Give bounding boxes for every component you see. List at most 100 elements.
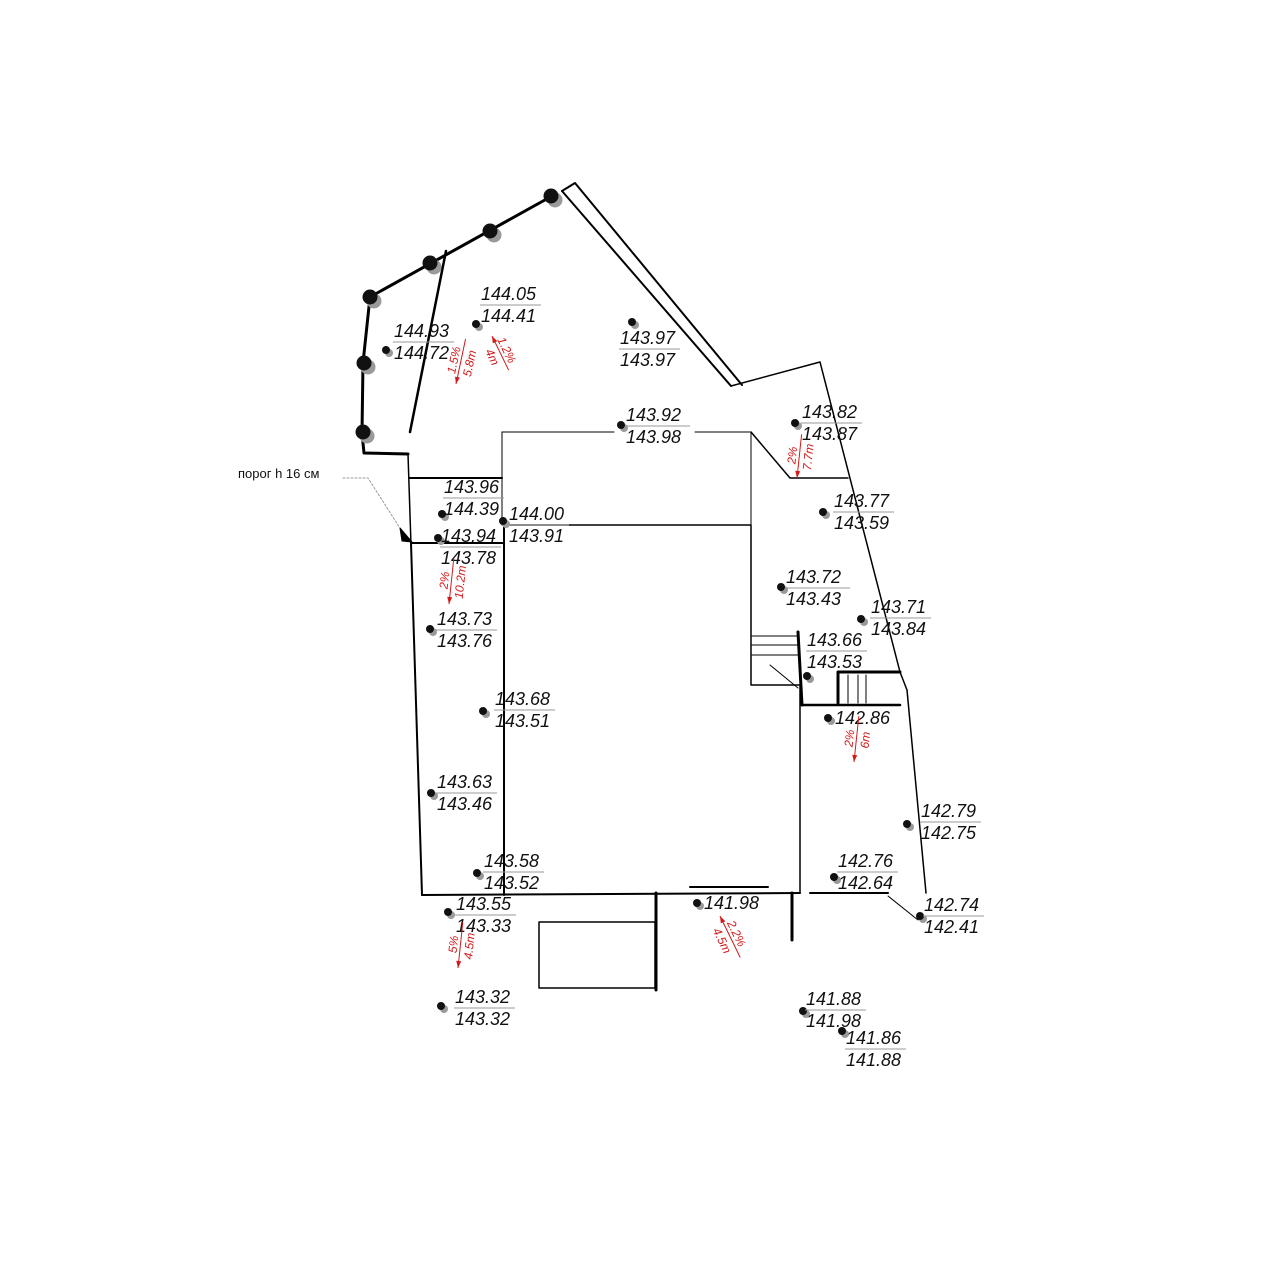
- slope-length: 4.5m: [461, 932, 478, 960]
- elevation-dot: [472, 320, 480, 328]
- elevation-design: 143.73: [437, 609, 492, 629]
- slope-length: 5.8m: [460, 349, 479, 378]
- slope-length: 7.7m: [800, 443, 817, 471]
- elevation-design: 143.72: [786, 567, 841, 587]
- elevation-design: 143.66: [807, 630, 863, 650]
- elevation-dot: [427, 789, 435, 797]
- elevation-existing: 143.51: [495, 711, 550, 731]
- fence-post-5: [356, 355, 372, 371]
- elevation-dot: [473, 869, 481, 877]
- fence-post-3: [482, 223, 498, 239]
- elevation-dot: [499, 517, 507, 525]
- elevation-design: 142.74: [924, 895, 979, 915]
- elevation-design: 142.79: [921, 801, 976, 821]
- elevation-existing: 143.98: [626, 427, 681, 447]
- slope-annotation-s06: 5%4.5m: [446, 922, 478, 969]
- slope-percent: 5%: [446, 935, 462, 954]
- slope-arrow: [457, 922, 464, 969]
- elevation-dot: [916, 912, 924, 920]
- elevation-design: 141.86: [846, 1028, 902, 1048]
- elevation-existing: 144.41: [481, 306, 536, 326]
- elevation-existing: 143.84: [871, 619, 926, 639]
- slope-annotation-s02: 1.2%4m: [482, 335, 519, 371]
- elevation-dot: [628, 318, 636, 326]
- elevation-design: 143.55: [456, 894, 512, 914]
- elevation-dot: [799, 1007, 807, 1015]
- elevation-existing: 142.75: [921, 823, 977, 843]
- elevation-existing: 143.46: [437, 794, 493, 814]
- slope-arrow: [719, 915, 741, 958]
- elevation-dot: [382, 346, 390, 354]
- elevation-design: 143.58: [484, 851, 539, 871]
- elevation-design: 141.98: [704, 893, 759, 913]
- elevation-existing: 144.72: [394, 343, 449, 363]
- slope-length: 6m: [858, 731, 874, 749]
- elevation-dot: [479, 707, 487, 715]
- slope-arrowhead: [492, 336, 498, 344]
- elevation-existing: 143.59: [834, 513, 889, 533]
- slope-arrow: [455, 338, 467, 385]
- elevation-design: 143.32: [455, 987, 510, 1007]
- elevation-design: 143.63: [437, 772, 492, 792]
- elevation-existing: 143.33: [456, 916, 511, 936]
- elevation-design: 141.88: [806, 989, 861, 1009]
- elevation-dot: [777, 583, 785, 591]
- slope-arrowhead: [720, 916, 726, 924]
- slope-annotation-s01: 1.5%5.8m: [444, 338, 479, 385]
- elevation-design: 144.00: [509, 504, 564, 524]
- slope-annotation-s05: 2%6m: [841, 716, 874, 763]
- elevation-design: 143.92: [626, 405, 681, 425]
- elevation-dot: [444, 908, 452, 916]
- elevation-dot: [819, 508, 827, 516]
- elevation-design: 144.05: [481, 284, 537, 304]
- slope-arrow: [796, 434, 803, 479]
- fence-posts: [355, 188, 563, 444]
- elevation-dot: [438, 510, 446, 518]
- elevation-existing: 143.53: [807, 652, 862, 672]
- elevation-existing: 143.76: [437, 631, 493, 651]
- elevation-dot: [824, 714, 832, 722]
- fence-post-6: [355, 424, 371, 440]
- elevation-design: 143.94: [441, 526, 496, 546]
- elevation-marks: 144.05144.41144.93144.72143.97143.97143.…: [382, 284, 984, 1070]
- slope-annotation-s03: 2%7.7m: [784, 434, 817, 479]
- slope-arrow: [448, 558, 455, 605]
- slope-arrowhead: [852, 754, 858, 762]
- elevation-mark-p21: 141.98: [693, 893, 759, 913]
- elevation-existing: 144.39: [444, 499, 499, 519]
- fence-post-1: [362, 289, 378, 305]
- elevation-dot: [693, 899, 701, 907]
- elevation-dot: [434, 534, 442, 542]
- slope-length: 10.2m: [452, 565, 469, 600]
- elevation-design: 142.86: [835, 708, 891, 728]
- elevation-design: 143.96: [444, 477, 500, 497]
- slope-percent: 2%: [841, 729, 857, 749]
- elevation-existing: 143.97: [620, 350, 676, 370]
- elevation-existing: 143.78: [441, 548, 496, 568]
- elevation-existing: 143.91: [509, 526, 564, 546]
- threshold-note: порог h 16 см: [238, 466, 319, 481]
- elevation-design: 143.68: [495, 689, 550, 709]
- slope-percent: 1.5%: [444, 345, 463, 375]
- slope-length: 4m: [482, 346, 502, 367]
- slope-arrowhead: [456, 960, 462, 968]
- elevation-existing: 142.41: [924, 917, 979, 937]
